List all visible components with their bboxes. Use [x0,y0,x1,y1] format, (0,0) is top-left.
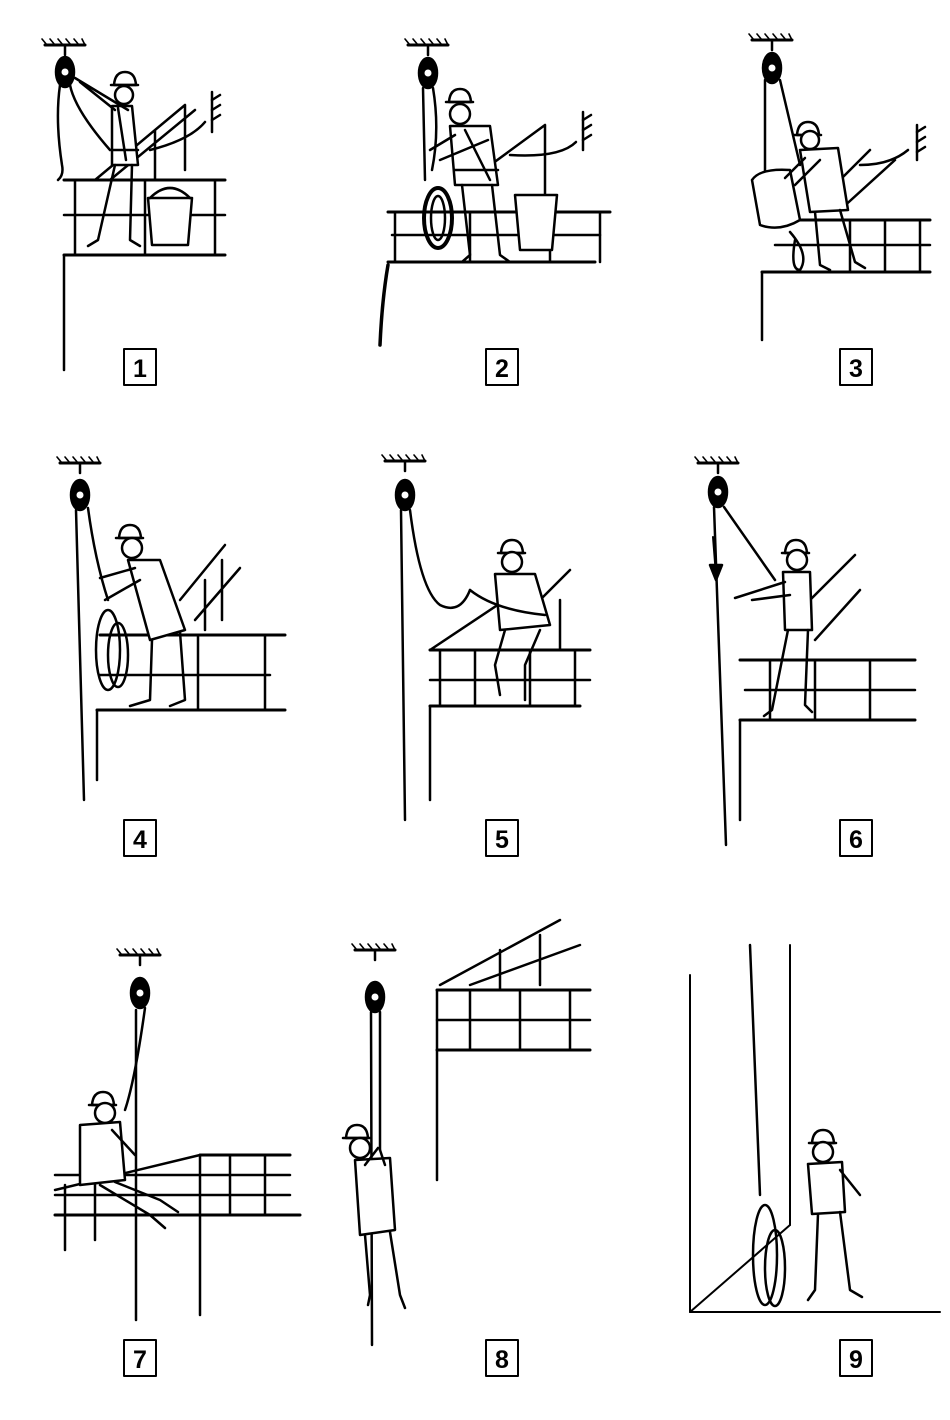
panel-2 [380,39,610,345]
panel-1 [42,39,225,370]
panel-8-number: 8 [495,1346,509,1374]
panel-7 [55,949,300,1320]
panel-4 [57,457,285,800]
panel-3-number: 3 [849,355,863,383]
panel-5-number: 5 [495,826,509,854]
panel-7-number: 7 [133,1346,147,1374]
panel-6-number: 6 [849,826,863,854]
panel-6 [695,457,915,845]
panel-9 [690,945,940,1312]
panel-1-number: 1 [133,355,147,383]
panel-8 [343,920,590,1345]
panel-2-number: 2 [495,355,509,383]
panel-4-number: 4 [133,826,147,854]
panel-3 [749,34,930,340]
panel-5 [382,455,590,820]
panel-9-number: 9 [849,1346,863,1374]
